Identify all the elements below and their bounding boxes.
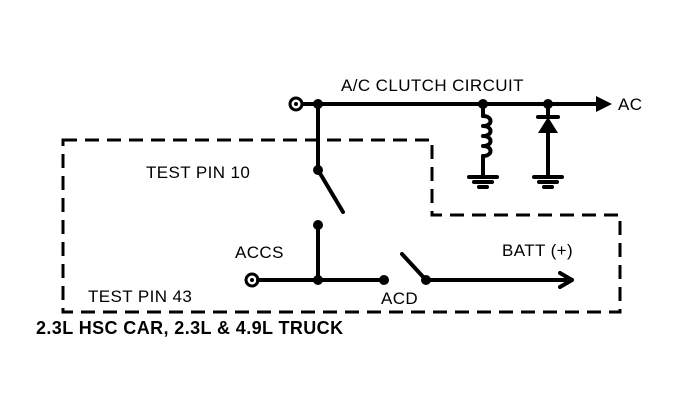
batt-label: BATT (+): [502, 241, 573, 260]
test-pin-43-label: TEST PIN 43: [88, 287, 192, 306]
test-pin-10-label: TEST PIN 10: [146, 163, 250, 182]
test-pin-10-terminal-center: [294, 102, 298, 106]
acd-switch-contact: [379, 275, 389, 285]
test-pin-10-switch: [313, 102, 345, 282]
ac-output-label: AC: [618, 95, 642, 114]
circuit-title: A/C CLUTCH CIRCUIT: [341, 76, 524, 95]
batt-arrow-head: [558, 271, 574, 289]
junction-dot: [313, 275, 323, 285]
clamping-diode: [536, 102, 560, 178]
acd-label: ACD: [381, 289, 418, 308]
ground-symbol: [467, 175, 499, 189]
ground-symbol: [532, 175, 564, 189]
clutch-coil-inductor: [481, 102, 493, 178]
module-boundary-dashed: [61, 138, 622, 314]
ac-arrow-head: [596, 96, 612, 112]
accs-label: ACCS: [235, 243, 284, 262]
diagram-caption: 2.3L HSC CAR, 2.3L & 4.9L TRUCK: [36, 318, 343, 338]
accs-terminal-center: [250, 278, 254, 282]
